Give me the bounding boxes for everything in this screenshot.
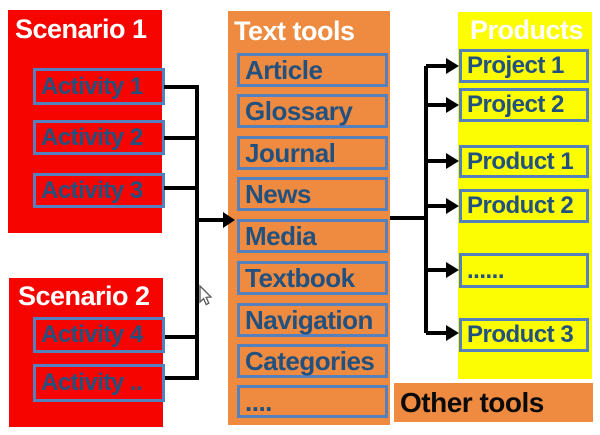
activity-2-box: Activity 2	[33, 120, 165, 155]
activity-4-box: Activity 4	[33, 317, 165, 353]
product-3-box: Product 3	[459, 318, 589, 352]
text-tools-title: Text tools	[234, 16, 355, 46]
tool-categories-box: Categories	[237, 344, 388, 378]
tool-navigation-box: Navigation	[237, 303, 388, 337]
tool-news-box: News	[237, 177, 388, 211]
tool-article-box: Article	[237, 53, 388, 87]
scenario1-title: Scenario 1	[15, 14, 147, 44]
products-panel: Products	[458, 12, 592, 379]
scenario2-title: Scenario 2	[18, 281, 150, 311]
tool-dots-box: ....	[237, 385, 388, 418]
other-tools-bar: Other tools	[394, 383, 593, 422]
tool-textbook-box: Textbook	[237, 261, 388, 295]
product-1-box: Product 1	[459, 145, 589, 178]
project-1-box: Project 1	[459, 49, 589, 83]
products-dots-box: ......	[459, 253, 589, 288]
activity-3-box: Activity 3	[33, 173, 165, 208]
activity-1-box: Activity 1	[33, 68, 165, 105]
other-tools-label: Other tools	[400, 386, 544, 418]
tool-journal-box: Journal	[237, 136, 388, 170]
product-2-box: Product 2	[459, 189, 589, 223]
project-2-box: Project 2	[459, 88, 589, 122]
tool-media-box: Media	[237, 219, 388, 253]
activity-dots-box: Activity ..	[33, 364, 165, 402]
tool-glossary-box: Glossary	[237, 94, 388, 128]
mouse-cursor-icon	[199, 284, 213, 306]
products-title: Products	[470, 15, 584, 45]
text-tools-panel: Text tools	[228, 11, 390, 425]
